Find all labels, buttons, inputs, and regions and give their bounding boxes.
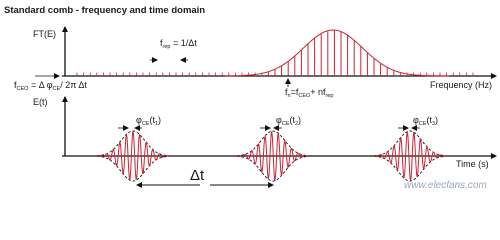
pulse-envelope-lower [373, 155, 446, 182]
frequency-axis-label: Frequency (Hz) [430, 80, 492, 90]
phase-label-1: φCE(t1) [136, 115, 161, 127]
time-axis-label: Time (s) [456, 159, 489, 169]
comb-diagram: Standard comb - frequency and time domai… [4, 5, 497, 191]
comb-lines [76, 30, 474, 76]
pulse-envelope-lower [236, 155, 309, 182]
pulse-carrier [236, 131, 309, 181]
et-axis-label: E(t) [33, 97, 48, 107]
diagram-title: Standard comb - frequency and time domai… [4, 5, 205, 16]
pulse-envelope-upper [373, 130, 446, 157]
frequency-panel: FT(E) frep = 1/Δt fCEO = Δ φCE/ 2π Δt fn… [14, 26, 497, 99]
phase-label-3: φCE(t3) [413, 115, 438, 127]
phase-label-2: φCE(t2) [276, 115, 301, 127]
time-panel: E(t) φCE(t1) φCE(t2) φCE(t3) Δt Time (s) [33, 96, 497, 188]
delta-t-label: Δt [190, 167, 205, 184]
ft-axis-label: FT(E) [33, 29, 56, 39]
watermark: www.elecfans.com [404, 180, 487, 191]
fceo-label: fCEO = Δ φCE/ 2π Δt [14, 80, 87, 92]
fn-label: fn=fCEO+ nfrep [285, 87, 333, 99]
pulse-envelope-lower [96, 155, 169, 182]
pulse-carrier [96, 130, 169, 180]
spectral-envelope [224, 29, 450, 77]
pulse-envelope-upper [236, 130, 309, 157]
frep-label: frep = 1/Δt [160, 38, 197, 50]
pulse-train [96, 130, 446, 182]
pulse-carrier [373, 131, 446, 182]
